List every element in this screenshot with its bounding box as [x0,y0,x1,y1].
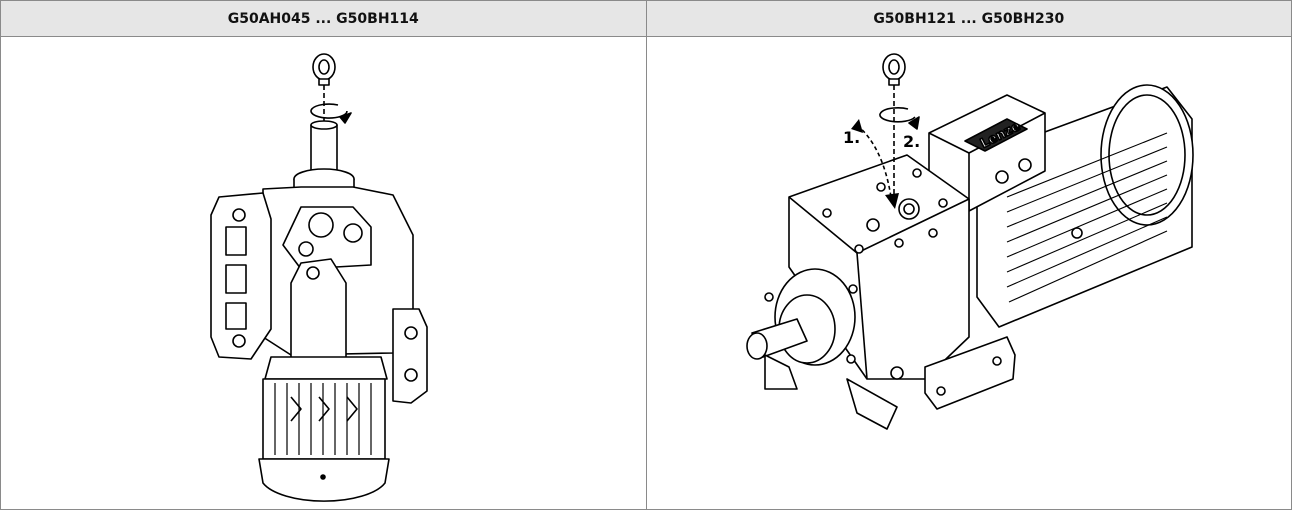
illustration-cell-right: Lenze [645,36,1292,510]
rotation-arrow-icon [878,106,920,130]
lenze-logo [963,118,1028,152]
eye-bolt-icon [881,53,906,203]
illustration-cell-left [0,36,647,510]
column-header-right: G50BH121 ... G50BH230 [645,0,1292,37]
column-header-left: G50AH045 ... G50BH114 [0,0,647,37]
gearbox-illustration-left [210,53,428,502]
placement-arrow-icon [855,124,892,198]
rotation-arrow-icon [310,103,352,124]
step-label-1: 1. [843,128,860,147]
step-label-2: 2. [903,132,920,151]
eye-bolt-icon [312,53,336,125]
gearbox-illustration-right: Lenze [745,53,1194,430]
